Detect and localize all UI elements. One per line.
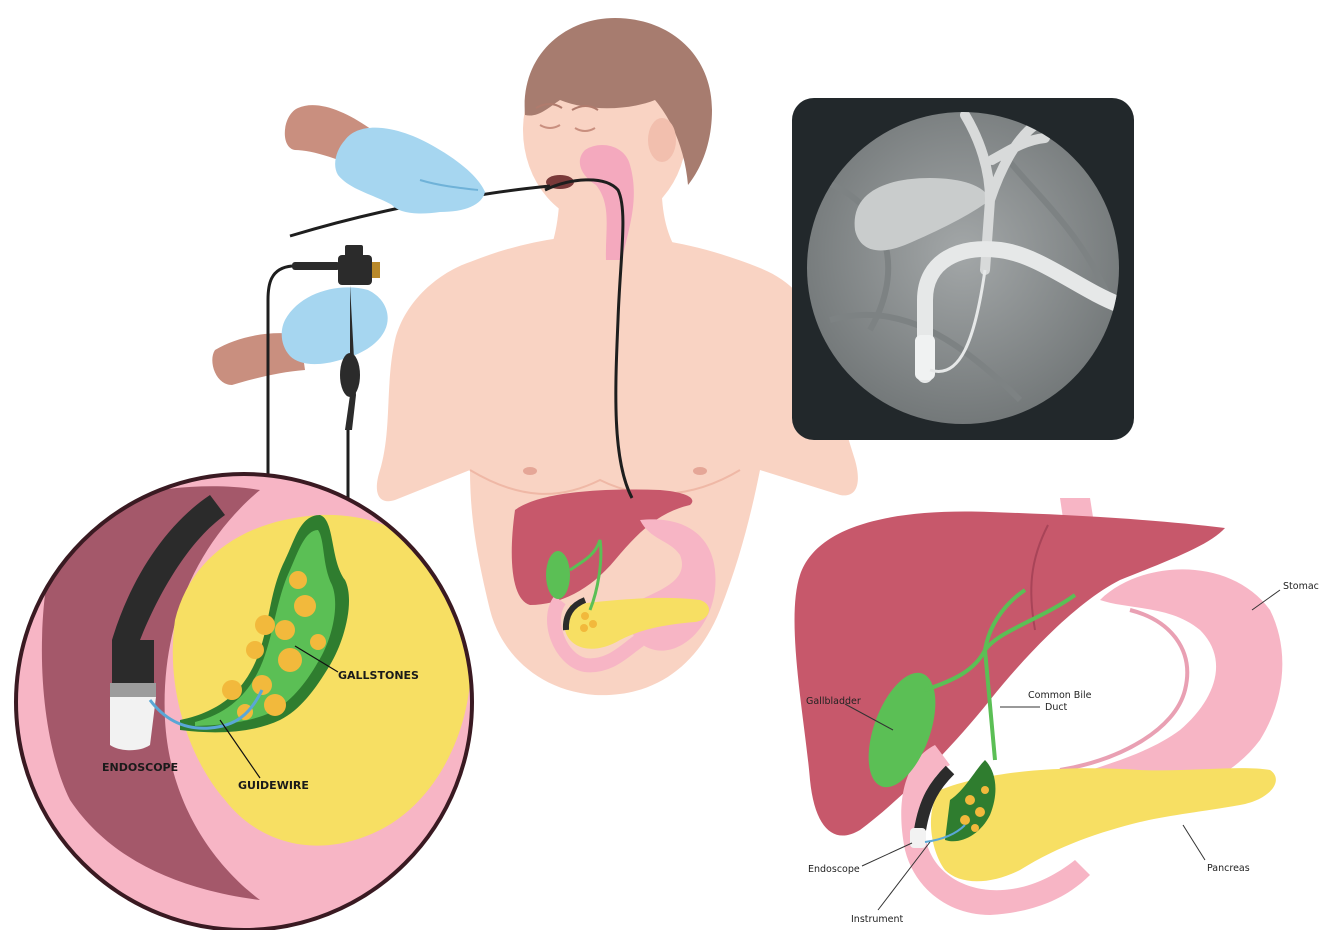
pancreas-leader	[1183, 825, 1205, 860]
label-endoscope: Endoscope	[808, 864, 860, 875]
gallstone	[310, 634, 326, 650]
small-stone	[580, 624, 588, 632]
label-guidewire: GUIDEWIRE	[238, 779, 309, 792]
zoom-endoscope-tip	[110, 697, 156, 750]
gallstone	[255, 615, 275, 635]
gallstone	[275, 620, 295, 640]
lower-glove	[282, 287, 388, 364]
upper-hand	[285, 105, 485, 213]
label-gallstones: GALLSTONES	[338, 669, 419, 682]
zoom-endoscope-ring	[110, 683, 156, 697]
detail-stone	[975, 807, 985, 817]
label-pancreas: Pancreas	[1207, 863, 1250, 874]
gallstone	[278, 648, 302, 672]
small-stone	[581, 612, 589, 620]
label-common-bile-duct-1: Common Bile	[1028, 690, 1092, 701]
small-gallbladder	[546, 551, 570, 599]
patient-ear	[648, 118, 676, 162]
endoscope-knob	[345, 245, 363, 257]
label-endoscope-zoom: ENDOSCOPE	[102, 761, 178, 774]
detail-stone	[965, 795, 975, 805]
label-instrument: Instrument	[851, 914, 904, 925]
magnified-view-icon: GALLSTONES GUIDEWIRE ENDOSCOPE	[16, 474, 472, 930]
endoscope-nozzle	[292, 262, 340, 270]
xray-circle	[807, 112, 1119, 424]
detail-scope-tip	[910, 828, 926, 848]
detail-stone	[960, 815, 970, 825]
zoom-endoscope-head	[112, 640, 154, 685]
gallstone	[264, 694, 286, 716]
gallstone	[289, 571, 307, 589]
nipple-right	[693, 467, 707, 475]
lower-hand	[212, 245, 387, 500]
label-common-bile-duct-2: Duct	[1045, 702, 1068, 713]
xray-scope-tip	[915, 335, 935, 380]
label-stomach: Stomach	[1283, 581, 1319, 592]
nipple-left	[523, 467, 537, 475]
endoscope-leader	[862, 843, 912, 866]
endoscope-grip	[340, 353, 360, 397]
gallstone	[246, 641, 264, 659]
detail-stone	[971, 824, 979, 832]
gallstone	[222, 680, 242, 700]
label-gallbladder: Gallbladder	[806, 696, 861, 707]
small-stone	[589, 620, 597, 628]
endoscope-accent	[372, 262, 380, 278]
xray-view-icon	[792, 98, 1134, 440]
upper-glove	[335, 128, 485, 214]
endoscope-handle-icon	[338, 255, 372, 285]
anatomy-detail: Stomach Gallbladder Common Bile Duct End…	[795, 498, 1319, 925]
detail-stone	[981, 786, 989, 794]
gallstone	[294, 595, 316, 617]
